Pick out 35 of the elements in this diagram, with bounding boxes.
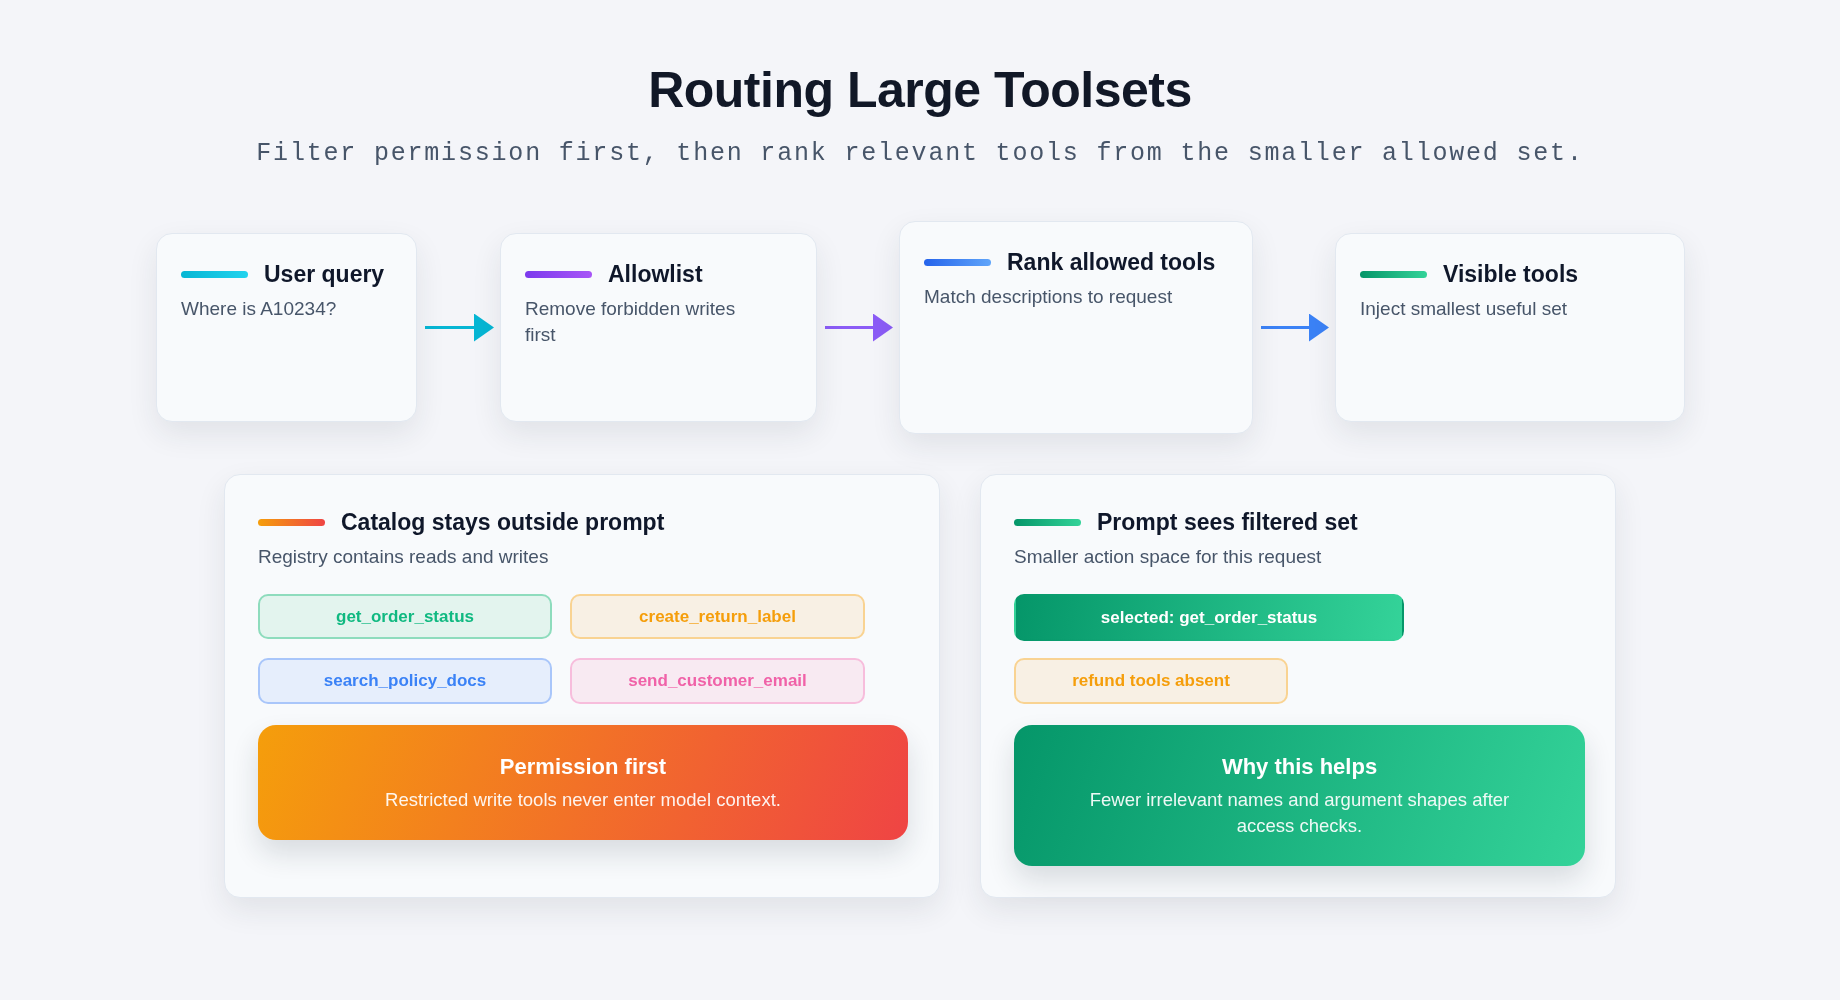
process-card xyxy=(899,221,1253,434)
card-description: Inject smallest useful set xyxy=(1360,297,1568,321)
tool-tag: refund tools absent xyxy=(1014,658,1288,704)
arrow xyxy=(1261,313,1329,342)
process-card xyxy=(156,233,417,422)
card-description: Registry contains reads and writes xyxy=(258,545,550,569)
process-card xyxy=(500,233,817,422)
card-description: Where is A10234? xyxy=(181,297,338,321)
banner-title: Why this helps xyxy=(1221,752,1378,781)
card-description: Smaller action space for this request xyxy=(1014,545,1323,569)
tool-tag: get_order_status xyxy=(258,594,552,639)
arrow xyxy=(425,313,494,342)
banner-title: Permission first xyxy=(499,752,667,781)
banner-text: Fewer irrelevant names and argument shapes after access checks. xyxy=(1088,787,1511,838)
diagram-title: Routing Large Toolsets xyxy=(648,61,1192,120)
card-title: User query xyxy=(264,260,385,288)
card-title: Allowlist xyxy=(608,260,703,288)
group-panel xyxy=(980,474,1616,898)
tool-tag: create_return_label xyxy=(570,594,865,639)
subtitle: Filter permission first, then rank relevant tools from the smaller allowed set. xyxy=(256,138,1584,170)
tool-tag: selected: get_order_status xyxy=(1014,594,1404,641)
card-description: Remove forbidden writes first xyxy=(525,297,737,347)
card-title: Catalog stays outside prompt xyxy=(341,508,665,536)
tool-tag: send_customer_email xyxy=(570,658,865,704)
note-banner xyxy=(1014,725,1585,866)
card-title: Prompt sees filtered set xyxy=(1097,508,1358,536)
group-panel xyxy=(224,474,940,898)
card-title: Rank allowed tools xyxy=(1007,248,1216,276)
banner-text: Restricted write tools never enter model context. xyxy=(385,787,781,812)
card-title: Visible tools xyxy=(1443,260,1579,288)
card-description: Match descriptions to request xyxy=(924,285,1174,309)
process-card xyxy=(1335,233,1685,422)
note-banner xyxy=(258,725,908,840)
arrow xyxy=(825,313,893,342)
tool-tag: search_policy_docs xyxy=(258,658,552,704)
